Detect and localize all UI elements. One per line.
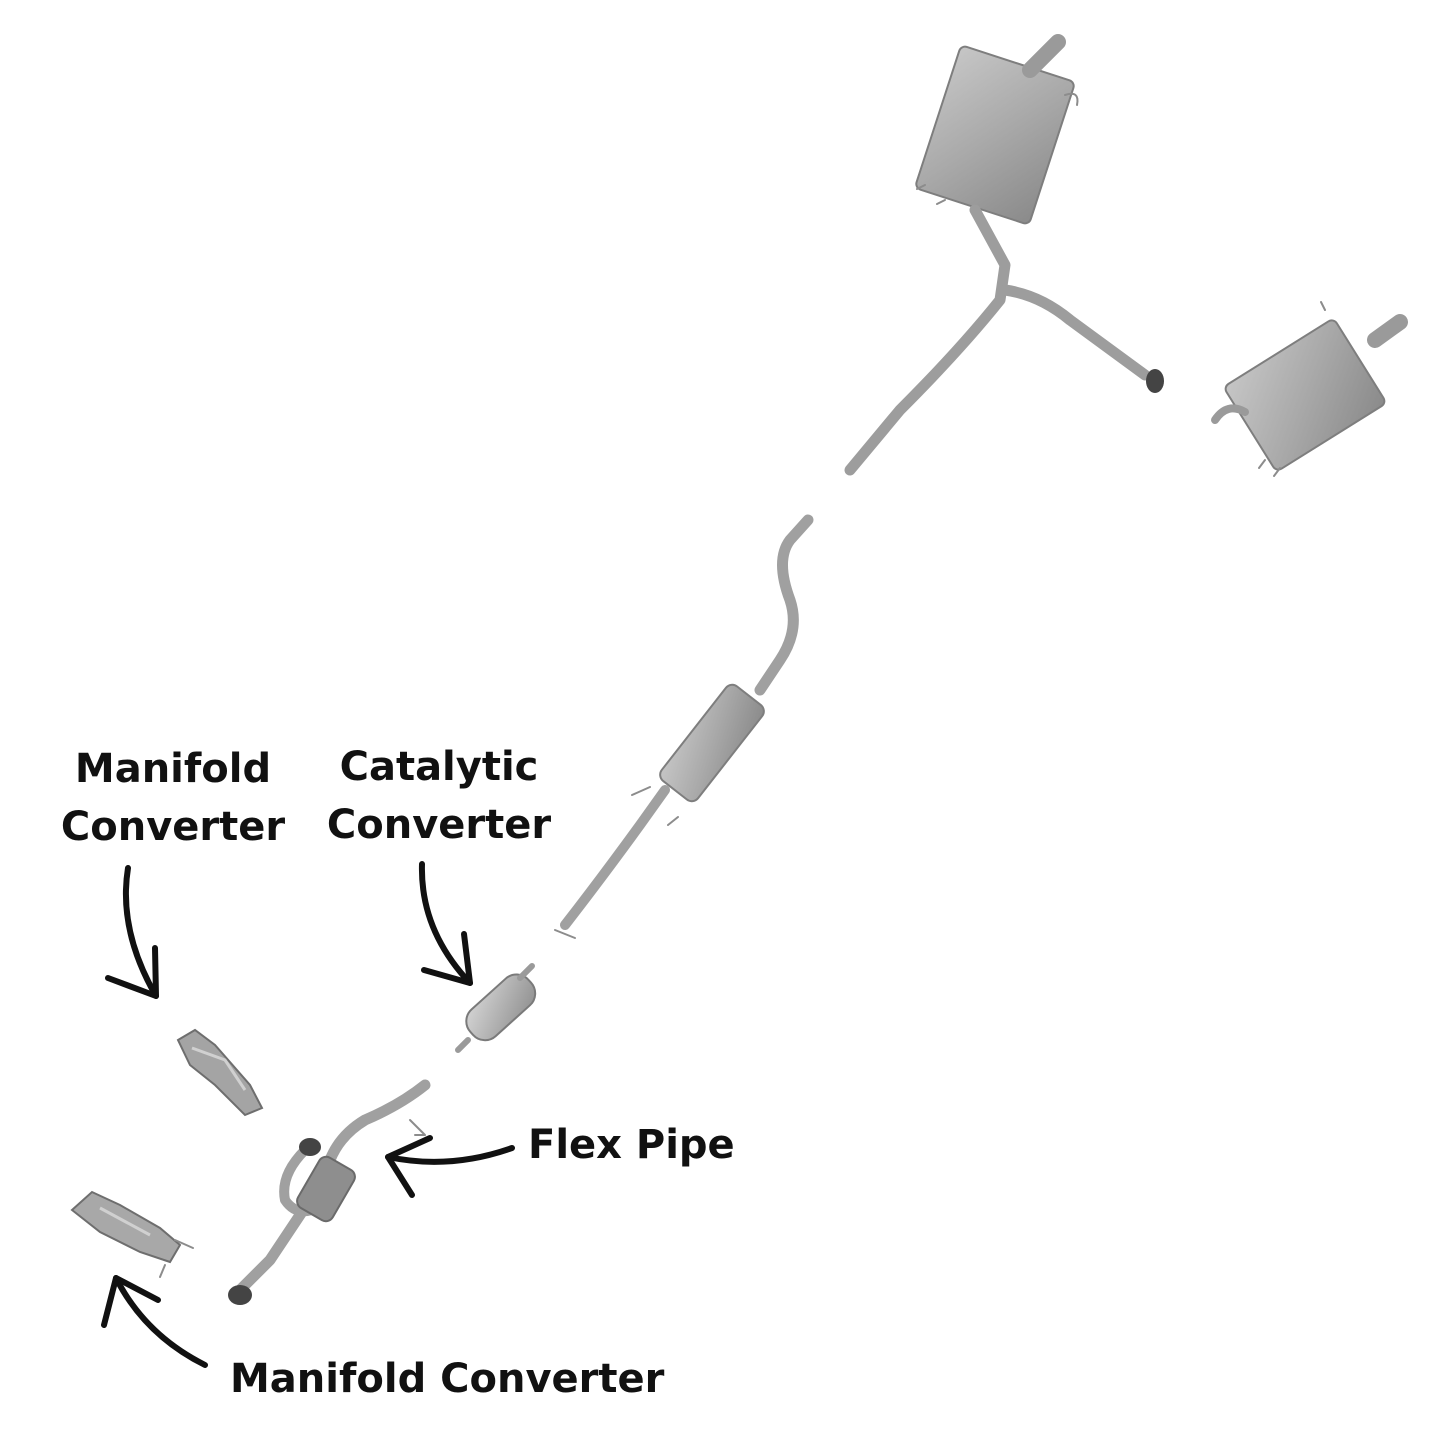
front-flex-pipe [228, 1079, 431, 1305]
arrow-manifold-lower [101, 1275, 208, 1368]
catalytic-converter-label: Catalytic Converter [325, 738, 553, 854]
y-pipe-assembly [844, 204, 1164, 476]
flex-pipe-label: Flex Pipe [528, 1122, 735, 1168]
rear-muffler-right [1211, 301, 1408, 477]
manifold-converter-lower [70, 1190, 194, 1278]
intermediate-pipe-resonator [554, 514, 814, 939]
arrow-flex-pipe [385, 1135, 515, 1198]
arrow-manifold-upper [105, 865, 159, 999]
manifold-converter-label-upper: Manifold Converter [55, 740, 291, 856]
catalytic-converter-label-line2: Converter [326, 802, 552, 848]
manifold-converter-label-upper-line2: Converter [60, 804, 286, 850]
manifold-converter-label-upper-line1: Manifold [74, 746, 272, 792]
manifold-converter-label-lower: Manifold Converter [230, 1356, 665, 1402]
manifold-converter-upper [176, 1028, 264, 1117]
catalytic-converter [455, 963, 537, 1053]
rear-muffler-left [915, 34, 1079, 225]
arrow-catalytic [418, 861, 473, 986]
catalytic-converter-label-line1: Catalytic [339, 744, 539, 790]
